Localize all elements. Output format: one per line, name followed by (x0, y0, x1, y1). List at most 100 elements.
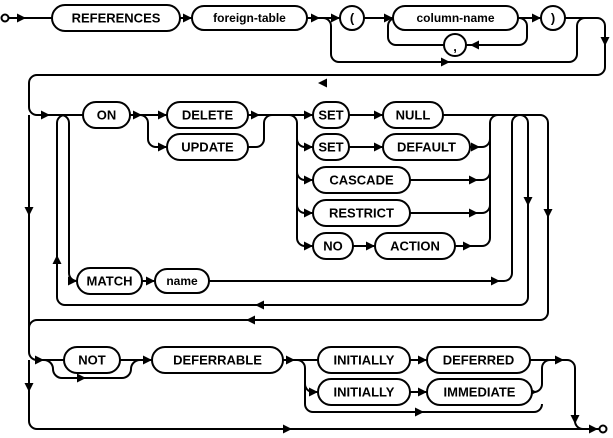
rail-update-merge (248, 114, 273, 148)
node-comma: , (443, 33, 467, 57)
keyword-bubble (312, 133, 350, 161)
node-deferrable: DEFERRABLE (151, 346, 284, 374)
rail-deferred-out-end (530, 359, 599, 430)
keyword-bubble (317, 346, 411, 374)
keyword-bubble (166, 101, 249, 129)
keyword-bubble (312, 101, 350, 129)
node-set-null-set: SET (312, 101, 350, 129)
keyword-label: NOT (78, 353, 106, 368)
keyword-label: REFERENCES (72, 11, 161, 26)
node-delete: DELETE (166, 101, 249, 129)
rail-comma-loop-right (466, 17, 528, 46)
nonterminal-label: column-name (416, 11, 494, 25)
node-action: ACTION (374, 232, 456, 260)
keyword-label: INITIALLY (334, 353, 395, 368)
keyword-bubble (82, 101, 131, 129)
node-references: REFERENCES (51, 4, 181, 32)
nonterminal-bubble (392, 5, 519, 31)
keyword-bubble (312, 232, 354, 260)
node-foreign-table: foreign-table (191, 5, 308, 31)
node-cascade: CASCADE (312, 166, 411, 194)
keyword-bubble (317, 378, 411, 406)
keyword-bubble (312, 199, 411, 227)
keyword-label: IMMEDIATE (444, 385, 516, 400)
keyword-bubble (374, 232, 456, 260)
keyword-bubble (166, 133, 249, 161)
rail-skip-deferrable (28, 360, 592, 430)
keyword-label: ACTION (390, 239, 440, 254)
literal-bubble (540, 5, 566, 31)
node-initially-deferred-initially: INITIALLY (317, 346, 411, 374)
keyword-bubble (382, 101, 444, 129)
keyword-bubble (76, 267, 143, 295)
rail-restrict-merge (410, 204, 491, 214)
literal-label: , (453, 39, 457, 54)
keyword-label: DELETE (182, 108, 234, 123)
node-no: NO (312, 232, 354, 260)
flow-arrows (17, 13, 610, 434)
rail-branch-match (60, 114, 78, 282)
rail-action-branch (288, 114, 313, 247)
start-terminal (0, 13, 10, 23)
nonterminal-label: foreign-table (213, 11, 286, 25)
literal-bubble (339, 5, 365, 31)
rail-comma-loop-left (387, 17, 444, 46)
node-initially-immediate-initially: INITIALLY (317, 378, 411, 406)
rail-paren-bypass (322, 17, 586, 63)
keyword-bubble (151, 346, 284, 374)
rail-loop-back (56, 114, 529, 306)
end-terminal (598, 424, 608, 434)
rail-skip-on-section (28, 115, 64, 361)
rail-null-out-exit (28, 114, 549, 329)
node-restrict: RESTRICT (312, 199, 411, 227)
keyword-bubble (63, 346, 121, 374)
keyword-bubble (382, 133, 471, 161)
keyword-label: ON (97, 108, 117, 123)
keyword-label: MATCH (87, 274, 133, 289)
keyword-label: UPDATE (181, 140, 234, 155)
keyword-label: INITIALLY (334, 385, 395, 400)
node-not: NOT (63, 346, 121, 374)
keyword-bubble (426, 378, 533, 406)
keyword-label: DEFAULT (397, 140, 456, 155)
keyword-bubble (426, 346, 531, 374)
arrows-up (52, 255, 62, 264)
rail-rparen-return (28, 17, 606, 116)
node-update: UPDATE (166, 133, 249, 161)
keyword-label: SET (318, 108, 343, 123)
rail-not-bypass (43, 359, 152, 379)
nonterminal-bubble (154, 268, 210, 294)
node-match: MATCH (76, 267, 143, 295)
literal-label: ( (350, 11, 355, 26)
node-default: DEFAULT (382, 133, 471, 161)
rail-immediate-merge (532, 359, 551, 393)
nonterminal-label: name (166, 274, 198, 288)
literal-bubble (443, 33, 467, 57)
node-deferred: DEFERRED (426, 346, 531, 374)
rail-branch-initially2 (296, 359, 318, 393)
keyword-label: CASCADE (329, 173, 394, 188)
node-name: name (154, 268, 210, 294)
node-on: ON (82, 101, 131, 129)
rail-name-out-merge (208, 114, 521, 282)
node-set-default-set: SET (312, 133, 350, 161)
node-column-name: column-name (392, 5, 519, 31)
rail-branch-update (139, 114, 167, 148)
keyword-bubble (312, 166, 411, 194)
keyword-label: NULL (396, 108, 431, 123)
node-lparen: ( (339, 5, 365, 31)
node-immediate: IMMEDIATE (426, 378, 533, 406)
literal-label: ) (551, 11, 555, 26)
node-null: NULL (382, 101, 444, 129)
keyword-label: DEFERRABLE (173, 353, 262, 368)
keyword-label: NO (323, 239, 343, 254)
nonterminal-bubble (191, 5, 308, 31)
node-rparen: ) (540, 5, 566, 31)
rail-action-merge (455, 114, 499, 247)
keyword-label: SET (318, 140, 343, 155)
keyword-label: DEFERRED (443, 353, 515, 368)
keyword-bubble (51, 4, 181, 32)
rail-cascade-merge (410, 171, 491, 181)
